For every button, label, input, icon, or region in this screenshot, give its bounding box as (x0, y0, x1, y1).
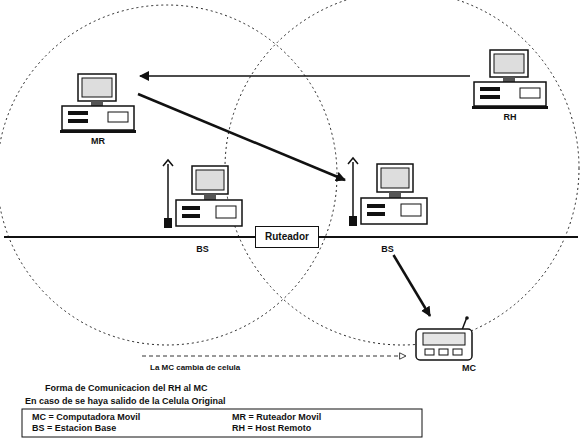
caption: Forma de Comunicacion del RH al MC (45, 383, 208, 394)
connector-arrow (138, 94, 345, 180)
remote-host: RH (470, 48, 550, 123)
node-label: MC (462, 363, 476, 374)
mobile-router-icon (58, 72, 138, 134)
base-station-icon (345, 156, 430, 228)
node-label: Ruteador (265, 231, 309, 243)
mobile-computer: MC (412, 316, 476, 374)
handoff-label: La MC cambia de celula (150, 362, 240, 373)
connector-arrow (394, 255, 431, 316)
node-label: RH (504, 112, 517, 123)
router-box: Ruteador (255, 226, 319, 248)
mobile-router: MR (58, 72, 138, 147)
cell-right (225, 0, 579, 345)
connector-arrow (245, 236, 255, 238)
legend-entry: MR = Ruteador Movil (232, 412, 321, 423)
node-label: MR (91, 136, 105, 147)
base-station: BS (345, 156, 430, 255)
node-label: BS (196, 244, 209, 255)
cell-left (0, 5, 337, 345)
base-station-icon (160, 158, 245, 230)
connector-arrow (140, 75, 470, 77)
legend-entry: RH = Host Remoto (232, 423, 311, 434)
remote-host-icon (470, 48, 550, 110)
caption-line: En caso de se haya salido de la Celula O… (25, 396, 226, 407)
legend-entry: MC = Computadora Movil (32, 412, 140, 423)
base-station: BS (160, 158, 245, 255)
legend-box (22, 409, 422, 437)
node-label: BS (381, 244, 394, 255)
mobile-computer-icon (412, 316, 476, 362)
legend-entry: BS = Estacion Base (32, 423, 116, 434)
connector-arrow (319, 236, 345, 238)
handoff-arrow (142, 356, 406, 357)
